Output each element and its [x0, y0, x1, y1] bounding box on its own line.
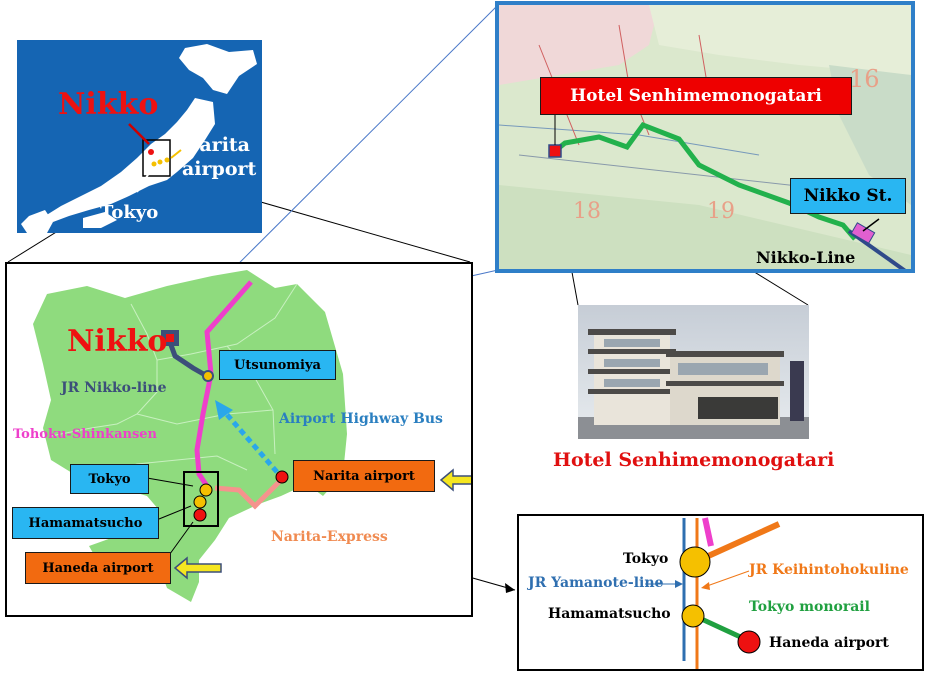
region-map: Nikko Utsunomiya JR Nikko-line Airport H… [5, 262, 473, 617]
inset-tokyo-label: Tokyo [100, 202, 159, 223]
transfer-hamamatsucho-label: Hamamatsucho [548, 606, 671, 622]
transfer-map: Tokyo JR Yamanote-line JR Keihintohokuli… [517, 514, 924, 671]
tohoku-shinkansen-label: Tohoku-Shinkansen [13, 427, 157, 442]
jr-nikko-line-label: JR Nikko-line [61, 380, 167, 396]
hamamatsucho-label: Hamamatsucho [12, 507, 159, 539]
nikko-line-label: Nikko-Line [756, 248, 856, 267]
jr-keihin-label: JR Keihintohokuline [749, 562, 909, 578]
hotel-photo [578, 305, 809, 439]
utsunomiya-label: Utsunomiya [219, 350, 336, 380]
inset-narita-label-2: airport [182, 158, 257, 180]
transfer-lines [645, 517, 781, 669]
tokyo-label: Tokyo [70, 464, 149, 494]
tokyo-monorail-label: Tokyo monorail [749, 599, 870, 615]
narita-airport-label: Narita airport [293, 460, 435, 492]
city-map-base [499, 5, 911, 269]
transfer-haneda-label: Haneda airport [769, 635, 889, 651]
hotel-building-graphic [578, 329, 809, 439]
airport-bus-label: Airport Highway Bus [279, 411, 443, 427]
japan-landmass [21, 44, 257, 233]
inset-narita-label-1: Narita [182, 134, 250, 156]
transfer-tokyo-label: Tokyo [623, 551, 669, 567]
map-number-16: 16 [849, 65, 880, 93]
japan-inset-map: Nikko Narita airport Tokyo [17, 40, 262, 233]
nikko-station-label: Nikko St. [790, 178, 906, 214]
map-number-18: 18 [573, 199, 601, 224]
haneda-airport-label: Haneda airport [25, 552, 171, 584]
hotel-label: Hotel Senhimemonogatari [540, 77, 852, 115]
jr-yamanote-label: JR Yamanote-line [528, 575, 664, 591]
city-map: 16 18 19 Hotel Senhimemonogatari Nikko S… [495, 1, 915, 273]
inset-nikko-label: Nikko [58, 87, 159, 122]
hotel-photo-caption: Hotel Senhimemonogatari [553, 449, 835, 471]
map-number-19: 19 [707, 199, 735, 224]
narita-express-label: Narita-Express [271, 529, 388, 545]
region-nikko-label: Nikko [67, 324, 168, 359]
